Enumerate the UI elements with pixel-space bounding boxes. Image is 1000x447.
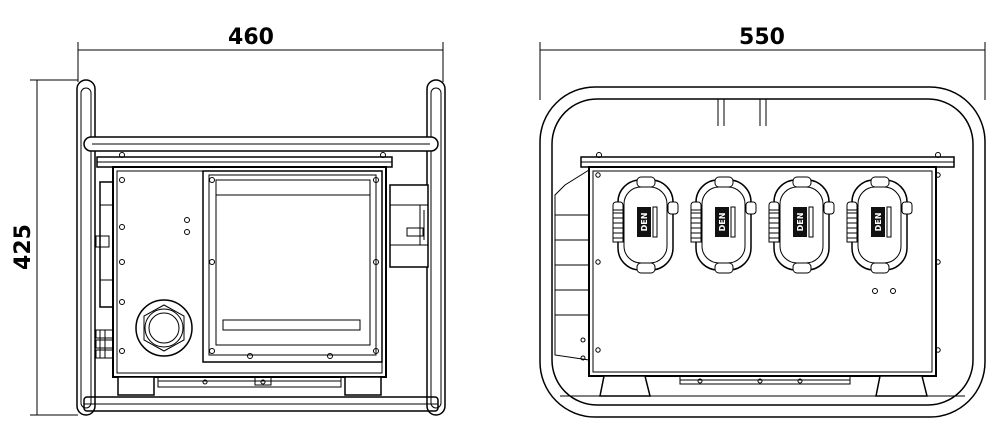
cable-glands-left: [95, 329, 114, 359]
socket-logo: DEN: [874, 213, 883, 232]
socket-logo-plate: [871, 207, 885, 237]
base-bar-left: [83, 396, 439, 412]
frame-tube-left: [76, 79, 96, 416]
socket-logo: DEN: [796, 213, 805, 232]
socket-logo: DEN: [640, 213, 649, 232]
socket-3: DEN: [768, 176, 835, 274]
socket-2: DEN: [690, 176, 757, 274]
panel-screws: [119, 177, 379, 359]
socket-4: DEN: [846, 176, 913, 274]
height-dimension-left: 425: [11, 79, 78, 416]
socket-latch: [690, 209, 702, 243]
socket-latch: [612, 209, 624, 243]
frame-outer-right: [539, 86, 986, 418]
socket-logo: DEN: [718, 213, 727, 232]
socket-latch: [768, 209, 780, 243]
round-gland: [135, 299, 193, 357]
width-dimension-left: 460: [77, 25, 444, 82]
height-label-left: 425: [11, 224, 36, 270]
left-view: 460 425: [11, 25, 446, 416]
frame-tube-right: [426, 79, 446, 416]
socket-logo-plate: [715, 207, 729, 237]
top-handle-bar: [83, 136, 439, 152]
side-socket-right: [389, 184, 429, 268]
width-dimension-right: 550: [539, 25, 986, 100]
lifting-hooks: [717, 99, 767, 126]
width-label-left: 460: [228, 25, 274, 50]
socket-latch: [846, 209, 858, 243]
side-louvre: [554, 169, 590, 361]
door-panel-left: [202, 170, 383, 363]
socket-logo-plate: [637, 207, 651, 237]
socket-1: DEN: [612, 176, 679, 274]
feet-left: [117, 376, 382, 396]
base-right: [560, 375, 965, 397]
screws-right: [580, 172, 941, 361]
side-bracket-left: [95, 181, 114, 308]
socket-logo-plate: [793, 207, 807, 237]
width-label-right: 550: [739, 25, 785, 50]
socket-row: DEN DEN DEN DEN: [612, 176, 913, 274]
